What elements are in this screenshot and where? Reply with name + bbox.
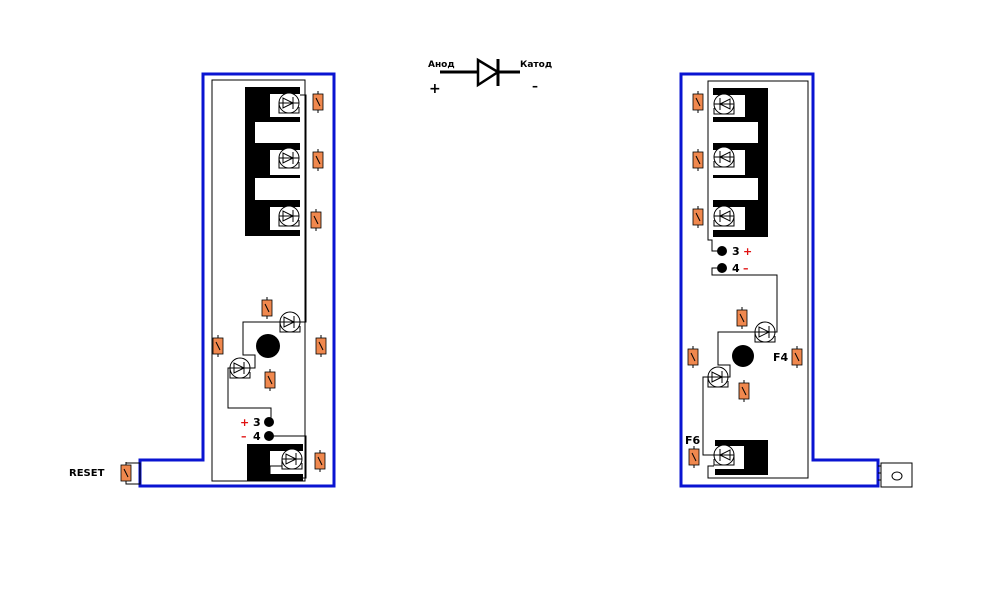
- pin-3-sign: +: [743, 245, 752, 258]
- pin-4-label: 4: [253, 430, 261, 443]
- reset-label: RESET: [69, 468, 105, 479]
- resistor-icon: [261, 297, 273, 319]
- left-board: RESET + 3 – 4: [69, 72, 336, 488]
- trace: [227, 367, 272, 422]
- pin-4-sign: –: [743, 262, 749, 275]
- led-icon: [278, 147, 300, 169]
- fuse-f6-label: F6: [685, 434, 701, 447]
- minus-label: –: [532, 79, 538, 93]
- pin-4-pad: [717, 263, 727, 273]
- resistor-icon: [264, 369, 276, 391]
- fuse-f4-label: F4: [773, 351, 789, 364]
- led-icon: [713, 444, 735, 466]
- pin-3-label: 3: [732, 245, 740, 258]
- pin-3-pad: [264, 417, 274, 427]
- right-mount-hole: [732, 345, 754, 367]
- trace: [269, 435, 307, 479]
- right-board-outline: [679, 72, 880, 488]
- led-icon: [281, 448, 303, 470]
- diode-legend: Анод Катод + –: [428, 57, 552, 97]
- led-icon: [707, 366, 729, 388]
- led-icon: [229, 357, 251, 379]
- resistor-icon: [687, 346, 699, 368]
- resistor-icon: [736, 307, 748, 329]
- resistor-icon: [312, 91, 324, 113]
- resistor-icon: [791, 346, 803, 368]
- resistor-icon: [738, 380, 750, 402]
- trace: [707, 95, 723, 252]
- left-mount-hole: [256, 334, 280, 358]
- resistor-icon: [692, 206, 704, 228]
- left-board-outline: [138, 72, 336, 488]
- resistor-icon: [120, 462, 132, 484]
- led-icon: [713, 93, 735, 115]
- resistor-icon: [688, 446, 700, 468]
- pin-4-sign: –: [241, 430, 247, 443]
- connector-hole-icon: [891, 471, 903, 481]
- diode-icon: [476, 57, 501, 88]
- led-icon: [713, 205, 735, 227]
- trace: [242, 321, 280, 369]
- resistor-icon: [314, 450, 326, 472]
- resistor-icon: [312, 149, 324, 171]
- right-board: 3 + 4 – F4 F6: [679, 72, 913, 488]
- pin-3-sign: +: [240, 416, 249, 429]
- anode-label: Анод: [428, 60, 455, 70]
- cathode-label: Катод: [520, 60, 552, 70]
- pin-4-pad: [264, 431, 274, 441]
- trace: [702, 376, 714, 456]
- led-icon: [278, 205, 300, 227]
- led-icon: [279, 311, 301, 333]
- plus-label: +: [429, 81, 441, 97]
- pin-3-label: 3: [253, 416, 261, 429]
- trace: [300, 94, 307, 323]
- resistor-icon: [315, 335, 327, 357]
- resistor-icon: [692, 91, 704, 113]
- resistor-icon: [692, 149, 704, 171]
- right-inner-frame: [707, 80, 809, 479]
- trace: [711, 267, 778, 333]
- trace: [717, 331, 755, 378]
- led-icon: [713, 146, 735, 168]
- right-connector[interactable]: [878, 462, 913, 488]
- led-icon: [754, 321, 776, 343]
- resistor-icon: [212, 335, 224, 357]
- led-icon: [278, 92, 300, 114]
- resistor-icon: [310, 209, 322, 231]
- pin-3-pad: [717, 246, 727, 256]
- pin-4-label: 4: [732, 262, 740, 275]
